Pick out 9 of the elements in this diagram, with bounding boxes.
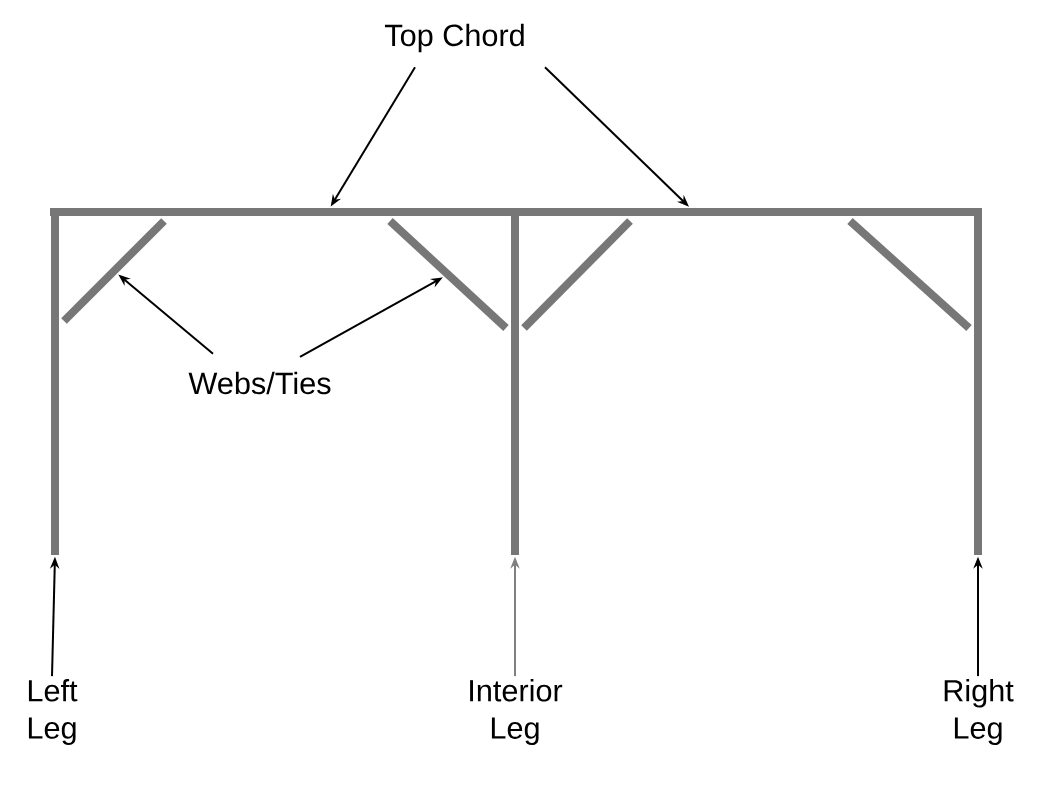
part-label: Webs/Ties [188, 371, 331, 395]
part-label: Left Leg [28, 679, 78, 745]
brace [61, 218, 167, 324]
brace [521, 218, 633, 331]
part-label: Right Leg [944, 679, 1014, 745]
brace [387, 218, 509, 331]
part-label: Top Chord [384, 23, 524, 53]
brace [847, 218, 972, 331]
part-label: Interior Leg [470, 679, 563, 745]
